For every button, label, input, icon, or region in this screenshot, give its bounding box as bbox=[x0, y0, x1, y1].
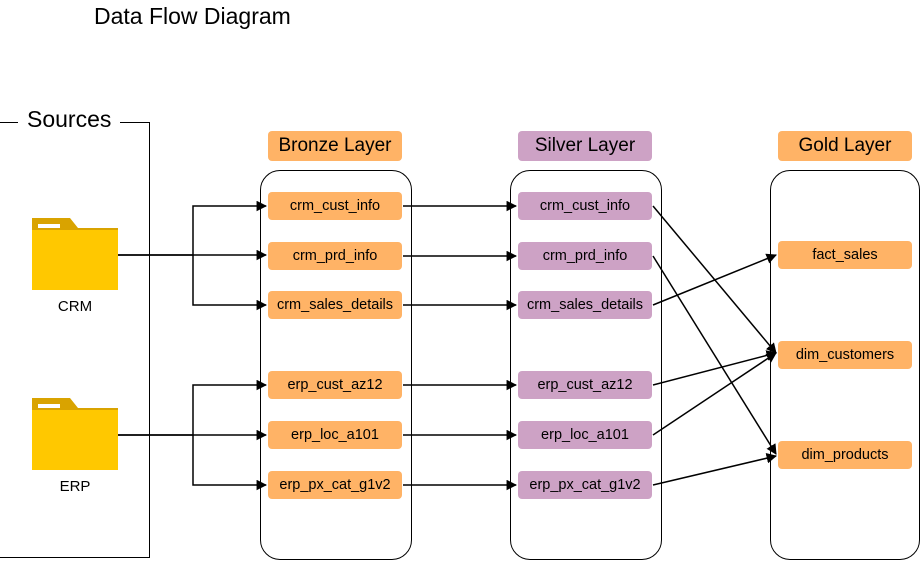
silver-node-erp-cust-az12: erp_cust_az12 bbox=[518, 371, 652, 399]
edge-crm-to-crm-sales-details bbox=[192, 255, 268, 311]
edge-erp-to-erp-cust-az12 bbox=[118, 379, 268, 436]
bronze-layer-title: Bronze Layer bbox=[268, 131, 402, 161]
crm-source-label: CRM bbox=[57, 298, 93, 315]
gold-layer-title: Gold Layer bbox=[778, 131, 912, 161]
bronze-node-erp-loc-a101: erp_loc_a101 bbox=[268, 421, 402, 449]
silver-node-erp-loc-a101: erp_loc_a101 bbox=[518, 421, 652, 449]
silver-node-crm-sales-details: crm_sales_details bbox=[518, 291, 652, 319]
gold-node-fact-sales: fact_sales bbox=[778, 241, 912, 269]
silver-node-crm-cust-info: crm_cust_info bbox=[518, 192, 652, 220]
folder-icon bbox=[32, 398, 118, 470]
edge-crm-to-crm-cust-info bbox=[118, 200, 268, 256]
bronze-node-erp-cust-az12: erp_cust_az12 bbox=[268, 371, 402, 399]
silver-node-crm-prd-info: crm_prd_info bbox=[518, 242, 652, 270]
edge-erp-loc-a101-to-dim-customers bbox=[652, 352, 777, 436]
edge-crm-prd-info-to-dim-products bbox=[652, 255, 777, 455]
silver-node-erp-px-cat-g1v2: erp_px_cat_g1v2 bbox=[518, 471, 652, 499]
bronze-node-erp-px-cat-g1v2: erp_px_cat_g1v2 bbox=[268, 471, 402, 499]
bronze-node-crm-sales-details: crm_sales_details bbox=[268, 291, 402, 319]
gold-node-dim-products: dim_products bbox=[778, 441, 912, 469]
bronze-node-crm-prd-info: crm_prd_info bbox=[268, 242, 402, 270]
edge-crm-sales-details-to-fact-sales bbox=[652, 253, 777, 306]
folder-icon bbox=[32, 218, 118, 290]
silver-layer-title: Silver Layer bbox=[518, 131, 652, 161]
diagram-title: Data Flow Diagram bbox=[94, 3, 291, 29]
sources-label: Sources bbox=[18, 106, 121, 133]
erp-source-label: ERP bbox=[59, 478, 91, 495]
edge-erp-px-cat-g1v2-to-dim-products bbox=[652, 453, 778, 486]
edge-erp-to-erp-px-cat-g1v2 bbox=[192, 435, 268, 491]
gold-node-dim-customers: dim_customers bbox=[778, 341, 912, 369]
edge-erp-cust-az12-to-dim-customers bbox=[652, 350, 778, 386]
bronze-node-crm-cust-info: crm_cust_info bbox=[268, 192, 402, 220]
